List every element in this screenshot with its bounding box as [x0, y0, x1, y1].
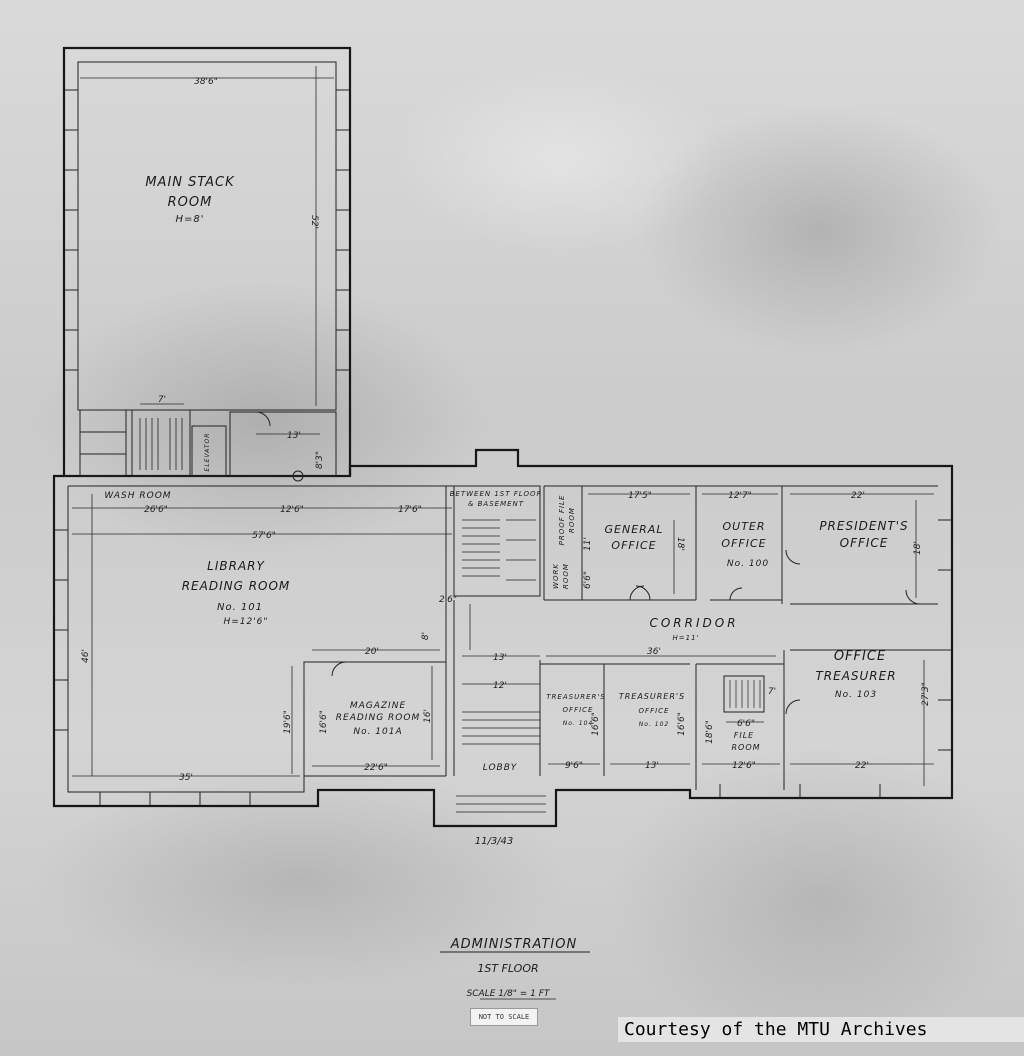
dim-16-6-b: 16'6"	[677, 712, 687, 736]
dim-13-low: 13'	[645, 761, 659, 771]
file-room-label-2: ROOM	[731, 743, 760, 752]
dim-library-depth: 46'	[81, 649, 91, 663]
dim-17-6: 17'6"	[398, 505, 422, 515]
title-administration: ADMINISTRATION	[450, 937, 577, 952]
dim-18-6: 18'6"	[705, 720, 715, 744]
dim-mag-16-6: 16'6"	[319, 710, 329, 734]
dim-stack-length: 52'	[309, 215, 319, 229]
dim-12: 12'	[493, 681, 507, 691]
dim-mag-22-6: 22'6"	[364, 763, 388, 773]
magazine-label-2: READING ROOM	[336, 713, 420, 723]
dim-6-6b: 6'6"	[583, 571, 593, 589]
dim-16-6-a: 16'6"	[591, 712, 601, 736]
file-room-label-1: FILE	[734, 731, 754, 740]
dim-57-6: 57'6"	[252, 531, 276, 541]
dim-36: 36'	[647, 647, 661, 657]
treasurers-102-number: No. 102	[639, 721, 669, 728]
library-number: No. 101	[217, 602, 263, 613]
treasurers-102-label-1: TREASURER'S	[619, 692, 685, 701]
dim-13-mid: 13'	[493, 653, 507, 663]
dim-wash-26-6: 26'6"	[144, 505, 168, 515]
library-label-1: LIBRARY	[207, 559, 265, 573]
dim-22-top: 22'	[851, 491, 865, 501]
dim-27-3: 27'3"	[921, 682, 931, 706]
main-building-walls	[52, 448, 954, 828]
office-treasurer-label-1: OFFICE	[834, 649, 886, 664]
archive-credit: Courtesy of the MTU Archives	[618, 1017, 1024, 1042]
dim-18: 18'	[675, 537, 685, 551]
work-room-label-2: ROOM	[562, 563, 570, 589]
dim-9-6: 9'6"	[565, 761, 583, 771]
dim-lib-35: 35'	[179, 773, 193, 783]
work-room-label-1: WORK	[552, 563, 560, 589]
dim-12-7: 12'7"	[728, 491, 752, 501]
treasurers-104-label-1: TREASURER'S	[546, 693, 605, 701]
office-treasurer-label-2: TREASURER	[815, 669, 896, 683]
proof-file-label-2: ROOM	[568, 507, 576, 533]
dim-mag-19-6: 19'6"	[283, 710, 293, 734]
lobby-label: LOBBY	[483, 763, 518, 773]
treasurers-104-label-2: OFFICE	[563, 706, 594, 714]
dim-12-6-file: 12'6"	[732, 761, 756, 771]
main-stack-height: H=8'	[175, 214, 204, 225]
dim-17-5: 17'5"	[628, 491, 652, 501]
office-walls	[255, 411, 938, 790]
magazine-number: No. 101A	[353, 727, 402, 737]
wash-room-label: WASH ROOM	[104, 491, 171, 501]
dimension-labels: 38'6" 52' 7' 13' 8'3" 26'6" 12'6" 17'6" …	[81, 77, 931, 783]
main-stack-label-1: MAIN STACK	[145, 175, 235, 190]
treasurers-104-number: No. 104	[563, 720, 593, 727]
dim-6-6: 6'6"	[737, 719, 755, 729]
outer-office-label-2: OFFICE	[721, 537, 766, 550]
between-floor-label-2: & BASEMENT	[468, 500, 524, 508]
between-floor-label-1: BETWEEN 1ST FLOOR	[450, 490, 543, 498]
dim-11: 11'	[583, 537, 593, 551]
title-scale: SCALE 1/8" = 1 FT	[467, 989, 551, 999]
presidents-office-label-2: OFFICE	[840, 536, 889, 550]
stair-core	[79, 403, 337, 482]
outer-office-label-1: OUTER	[722, 520, 765, 533]
dim-22-low: 22'	[855, 761, 869, 771]
general-office-label-2: OFFICE	[611, 539, 656, 552]
title-block: ADMINISTRATION 1ST FLOOR SCALE 1/8" = 1 …	[440, 937, 590, 1000]
library-height: H=12'6"	[223, 617, 268, 627]
dim-12-6: 12'6"	[280, 505, 304, 515]
dim-8-3: 8'3"	[315, 451, 325, 469]
dim-7: 7'	[768, 687, 776, 697]
dim-stack-width: 38'6"	[194, 77, 218, 87]
central-stair	[453, 485, 546, 813]
corridor-height: H=11'	[673, 634, 700, 642]
not-to-scale-stamp: NOT TO SCALE	[470, 1008, 538, 1026]
dim-13-top: 13'	[287, 431, 301, 441]
dim-2-6: 2'6"	[439, 595, 457, 605]
proof-file-label-1: PROOF FILE	[558, 495, 566, 546]
office-treasurer-number: No. 103	[835, 690, 877, 700]
elevator-label: ELEVATOR	[204, 433, 211, 472]
title-floor: 1ST FLOOR	[477, 962, 538, 975]
general-office-label-1: GENERAL	[605, 523, 664, 536]
outer-office-number: No. 100	[727, 559, 769, 569]
library-label-2: READING ROOM	[182, 579, 291, 593]
dim-18-pres: 18'	[913, 541, 923, 555]
magazine-label-1: MAGAZINE	[350, 701, 406, 711]
presidents-office-label-1: PRESIDENT'S	[819, 519, 908, 533]
room-labels: MAIN STACK ROOM H=8' WASH ROOM ELEVATOR …	[104, 175, 908, 773]
drawing-date: 11/3/43	[475, 836, 514, 847]
magazine-room-walls	[291, 649, 446, 776]
treasurers-102-label-2: OFFICE	[639, 707, 670, 715]
dim-stair-width: 7'	[158, 395, 166, 405]
dim-mag-20: 20'	[365, 647, 379, 657]
dim-mag-16: 16'	[423, 709, 433, 723]
main-stack-label-2: ROOM	[168, 195, 213, 210]
dim-8: 8'	[421, 632, 431, 640]
corridor-label: CORRIDOR	[649, 616, 738, 630]
